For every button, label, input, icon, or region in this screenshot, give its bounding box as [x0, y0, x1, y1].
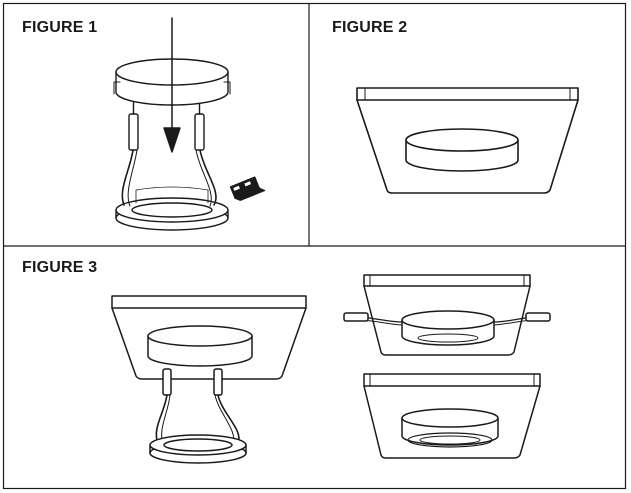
figure-3-panel: FIGURE 3: [4, 246, 626, 489]
figure-3-title: FIGURE 3: [22, 259, 98, 276]
figure-2-panel: FIGURE 2: [309, 4, 626, 246]
step-a-trim-with-hanging-ring: [111, 295, 307, 464]
figure-2-title: FIGURE 2: [332, 19, 408, 36]
step-b-trim-with-side-wires: [343, 274, 551, 356]
figure-1-panel: FIGURE 1: [4, 4, 309, 246]
figure-1-title: FIGURE 1: [22, 19, 98, 36]
step-c-finished-assembly: [363, 373, 541, 459]
